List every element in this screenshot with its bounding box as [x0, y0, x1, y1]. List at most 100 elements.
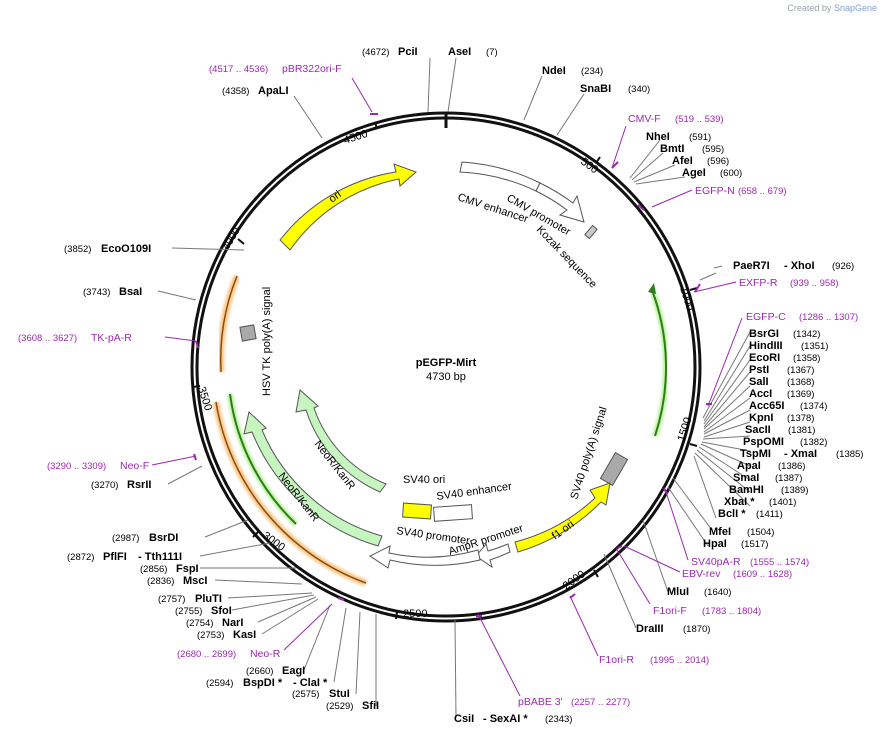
svg-text:(2754): (2754) — [186, 618, 213, 629]
svg-text:(2575): (2575) — [292, 689, 319, 700]
svg-text:(2680 .. 2699): (2680 .. 2699) — [177, 649, 236, 660]
svg-text:PstI: PstI — [749, 364, 769, 376]
svg-text:BmtI: BmtI — [660, 143, 684, 155]
egfp-line — [651, 289, 668, 437]
svg-text:MfeI: MfeI — [709, 526, 731, 538]
svg-text:2500: 2500 — [403, 608, 427, 620]
svg-text:PaeR7I: PaeR7I — [733, 260, 770, 272]
svg-text:XbaI *: XbaI * — [724, 496, 755, 508]
svg-text:(1351): (1351) — [801, 341, 828, 352]
svg-text:(1286 .. 1307): (1286 .. 1307) — [799, 312, 858, 323]
svg-text:AccI: AccI — [749, 388, 772, 400]
svg-text:AseI: AseI — [448, 46, 471, 58]
svg-text:(2757): (2757) — [158, 594, 185, 605]
svg-text:EcoO109I: EcoO109I — [101, 243, 151, 255]
svg-text:SacII: SacII — [745, 424, 771, 436]
svg-text:MscI: MscI — [183, 575, 207, 587]
svg-text:StuI: StuI — [329, 688, 350, 700]
ori-label: ori — [327, 189, 344, 206]
leader-lines — [157, 57, 751, 719]
svg-text:BsaI: BsaI — [119, 286, 142, 298]
cmv-promoter-arrow — [535, 182, 585, 223]
sv40-enhancer-label: SV40 enhancer — [436, 480, 513, 502]
svg-text:pBABE 3': pBABE 3' — [518, 696, 563, 708]
svg-text:(340): (340) — [628, 84, 650, 95]
neokan-inner-arrow — [295, 389, 387, 493]
egfp-arrowhead — [648, 283, 656, 294]
svg-text:(1369): (1369) — [787, 389, 814, 400]
tick-4500: 4500 — [342, 121, 378, 147]
ori-arrow — [279, 163, 417, 251]
svg-text:(234): (234) — [581, 66, 603, 77]
svg-text:(1555 .. 1574): (1555 .. 1574) — [750, 557, 809, 568]
svg-text:EGFP-C: EGFP-C — [746, 311, 786, 323]
backbone-outer — [190, 111, 702, 623]
svg-text:(4358): (4358) — [222, 86, 249, 97]
svg-text:(3270): (3270) — [91, 480, 118, 491]
svg-text:SfoI: SfoI — [211, 605, 232, 617]
svg-text:ApaI: ApaI — [737, 460, 761, 472]
svg-text:(658 .. 679): (658 .. 679) — [738, 186, 787, 197]
svg-text:4500: 4500 — [342, 128, 369, 147]
tick-1000: 1000 — [677, 285, 698, 312]
svg-text:BamHI: BamHI — [729, 484, 764, 496]
hsv-box — [239, 324, 257, 342]
snapgene-credit: Created by SnapGene — [787, 3, 877, 13]
svg-text:(1374): (1374) — [800, 401, 827, 412]
svg-text:(939 .. 958): (939 .. 958) — [790, 278, 839, 289]
svg-text:MluI: MluI — [667, 586, 689, 598]
svg-text:(2529): (2529) — [326, 701, 353, 712]
svg-text:- Tth111I: - Tth111I — [138, 551, 182, 563]
sv40-enhancer-box — [433, 504, 473, 522]
svg-text:(2836): (2836) — [147, 576, 174, 587]
svg-text:(7): (7) — [486, 47, 498, 58]
svg-text:(1358): (1358) — [793, 353, 820, 364]
sv40-polya-box — [599, 451, 629, 487]
svg-text:- XhoI: - XhoI — [784, 260, 815, 272]
svg-text:PflFI: PflFI — [103, 551, 127, 563]
svg-text:BsrDI: BsrDI — [149, 532, 178, 544]
svg-text:(2343): (2343) — [545, 714, 572, 725]
svg-text:(1378): (1378) — [787, 413, 814, 424]
svg-text:SnaBI: SnaBI — [580, 83, 611, 95]
tick-1500: 1500 — [675, 416, 698, 447]
svg-text:(3608 .. 3627): (3608 .. 3627) — [18, 333, 77, 344]
plasmid-size: 4730 bp — [426, 371, 466, 383]
svg-text:ApaLI: ApaLI — [258, 85, 289, 97]
svg-text:KpnI: KpnI — [749, 412, 773, 424]
svg-text:(1609 .. 1628): (1609 .. 1628) — [733, 569, 792, 580]
svg-text:(3743): (3743) — [83, 287, 110, 298]
sv40-ori-box — [402, 502, 432, 520]
svg-text:4000: 4000 — [220, 225, 243, 252]
svg-text:BspDI *: BspDI * — [243, 677, 283, 689]
svg-text:(1367): (1367) — [787, 365, 814, 376]
primer-arrows — [193, 113, 712, 617]
f1-ori-arrow — [514, 482, 611, 553]
svg-text:BclI *: BclI * — [718, 508, 746, 520]
svg-text:CMV-F: CMV-F — [628, 113, 661, 125]
neokan-outer-label: NeoR/KanR — [276, 470, 322, 524]
neo-line — [229, 393, 297, 525]
svg-text:SfiI: SfiI — [362, 700, 379, 712]
svg-text:- ClaI *: - ClaI * — [293, 677, 328, 689]
primer-labels: (4517 .. 4536) pBR322ori-F CMV-F (519 .. 5… — [18, 63, 858, 708]
svg-text:(4517 .. 4536): (4517 .. 4536) — [209, 64, 268, 75]
svg-text:(519 .. 539): (519 .. 539) — [675, 114, 724, 125]
svg-text:(926): (926) — [832, 261, 854, 272]
svg-text:RsrII: RsrII — [127, 479, 151, 491]
svg-text:(1389): (1389) — [781, 485, 808, 496]
svg-text:(1783 .. 1804): (1783 .. 1804) — [702, 606, 761, 617]
svg-text:(1382): (1382) — [800, 437, 827, 448]
hsv-label: HSV TK poly(A) signal — [261, 287, 273, 396]
svg-text:TspMI: TspMI — [740, 448, 771, 460]
svg-text:KasI: KasI — [233, 629, 256, 641]
orange-line-2 — [219, 275, 238, 373]
svg-text:SalI: SalI — [749, 376, 769, 388]
svg-text:(2753): (2753) — [197, 630, 224, 641]
svg-text:EGFP-N: EGFP-N — [695, 185, 735, 197]
sv40-promoter-arrow — [369, 545, 481, 569]
svg-text:(596): (596) — [707, 156, 729, 167]
svg-text:pBR322ori-F: pBR322ori-F — [282, 63, 342, 75]
svg-text:NarI: NarI — [222, 617, 243, 629]
